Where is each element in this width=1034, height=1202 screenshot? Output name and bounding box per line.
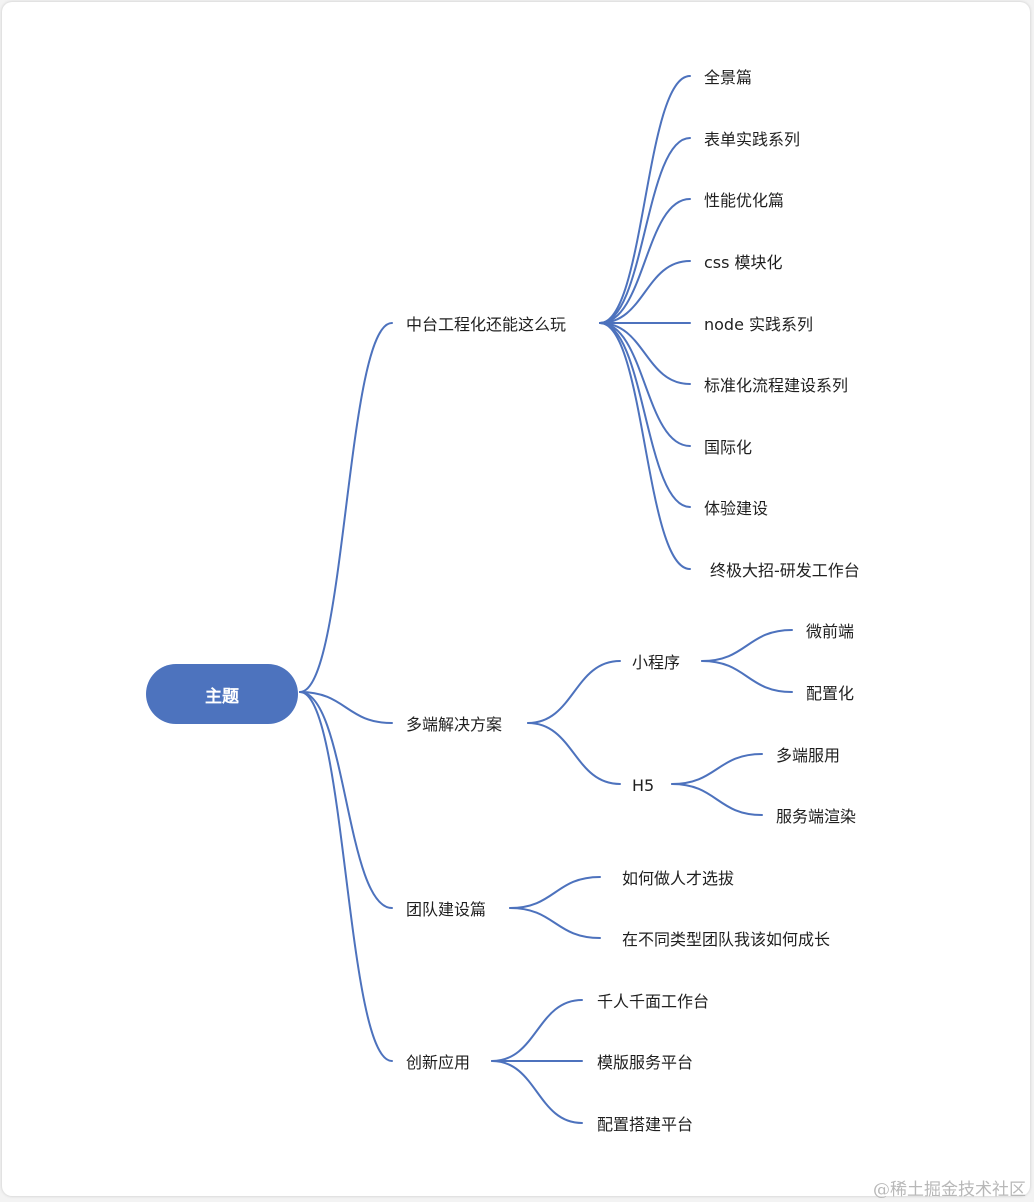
connector-root-innovation bbox=[299, 691, 393, 1062]
connector-root-team bbox=[299, 691, 393, 909]
connector-h5-leaf bbox=[671, 783, 763, 816]
leaf-node[interactable]: css 模块化 bbox=[704, 253, 783, 272]
leaf-node[interactable]: 全景篇 bbox=[704, 68, 753, 87]
root-label: 主题 bbox=[205, 686, 239, 707]
connector-engineering-leaf bbox=[599, 137, 691, 324]
connector-multiplatform-h5 bbox=[527, 722, 621, 785]
leaf-node[interactable]: 在不同类型团队我该如何成长 bbox=[622, 930, 831, 949]
leaf-node[interactable]: 千人千面工作台 bbox=[597, 992, 710, 1011]
leaf-node[interactable]: 微前端 bbox=[806, 622, 855, 641]
connector-team-leaf bbox=[509, 907, 601, 939]
connector-engineering-leaf bbox=[599, 75, 691, 324]
branch-node-innovation[interactable]: 创新应用 bbox=[406, 1053, 471, 1072]
connector-multiplatform-miniprogram bbox=[527, 660, 621, 724]
connector-engineering-leaf bbox=[599, 322, 691, 385]
connector-h5-leaf bbox=[671, 753, 763, 785]
connector-engineering-leaf bbox=[599, 322, 691, 570]
branch-node-multiplatform[interactable]: 多端解决方案 bbox=[406, 715, 503, 734]
connector-root-multiplatform bbox=[299, 691, 393, 724]
connector-root-engineering bbox=[299, 322, 393, 693]
sub-node-miniprogram[interactable]: 小程序 bbox=[632, 653, 681, 672]
leaf-node[interactable]: 模版服务平台 bbox=[597, 1053, 694, 1072]
leaf-node[interactable]: 多端服用 bbox=[776, 746, 841, 765]
leaf-node[interactable]: 国际化 bbox=[704, 438, 753, 457]
leaf-node[interactable]: 性能优化篇 bbox=[704, 191, 785, 210]
leaf-node[interactable]: 终极大招-研发工作台 bbox=[710, 561, 860, 580]
connector-miniprogram-leaf bbox=[701, 660, 793, 693]
leaf-node[interactable]: 如何做人才选拔 bbox=[622, 869, 735, 888]
watermark: @稀土掘金技术社区 bbox=[873, 1180, 1026, 1200]
leaf-node[interactable]: 表单实践系列 bbox=[704, 130, 801, 149]
connector-engineering-leaf bbox=[599, 198, 691, 324]
leaf-node[interactable]: 配置搭建平台 bbox=[597, 1115, 694, 1134]
connector-innovation-leaf bbox=[491, 999, 583, 1062]
connector-team-leaf bbox=[509, 876, 601, 909]
leaf-node[interactable]: 服务端渲染 bbox=[776, 807, 857, 826]
branch-node-engineering[interactable]: 中台工程化还能这么玩 bbox=[406, 315, 567, 334]
connector-engineering-leaf bbox=[599, 260, 691, 324]
connector-miniprogram-leaf bbox=[701, 629, 793, 662]
leaf-node[interactable]: 配置化 bbox=[806, 684, 855, 703]
root-node[interactable]: 主题 bbox=[146, 664, 298, 724]
connector-engineering-leaf bbox=[599, 322, 691, 447]
branch-node-team[interactable]: 团队建设篇 bbox=[406, 900, 487, 919]
sub-node-h5[interactable]: H5 bbox=[632, 776, 655, 795]
connector-engineering-leaf bbox=[599, 322, 691, 508]
leaf-node[interactable]: 标准化流程建设系列 bbox=[704, 376, 849, 395]
connector-innovation-leaf bbox=[491, 1060, 583, 1124]
leaf-node[interactable]: node 实践系列 bbox=[704, 315, 814, 334]
leaf-node[interactable]: 体验建设 bbox=[704, 499, 769, 518]
